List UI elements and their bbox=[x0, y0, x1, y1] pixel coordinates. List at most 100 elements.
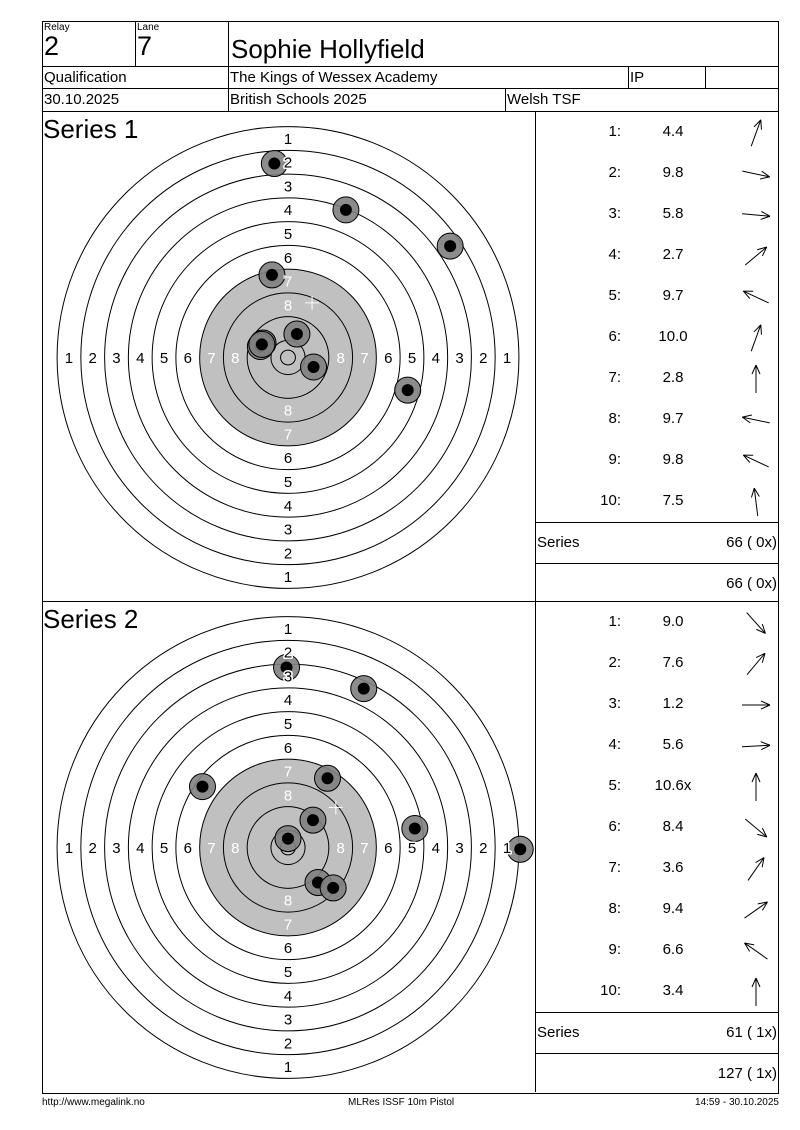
shot-hole bbox=[300, 353, 328, 381]
relay-cell: Relay 2 bbox=[43, 22, 136, 67]
shot-row: 7: 2.8 bbox=[536, 358, 779, 399]
shot-score: 2.7 bbox=[662, 246, 684, 263]
ring-label-2: 2 bbox=[479, 840, 487, 857]
ring-label-5: 5 bbox=[160, 350, 168, 367]
ring-label-3: 3 bbox=[112, 350, 120, 367]
name-cell: Sophie Hollyfield bbox=[229, 22, 779, 67]
shot-number: 3: bbox=[608, 695, 621, 712]
ring-label-7: 7 bbox=[360, 350, 368, 367]
shot-score: 9.7 bbox=[662, 287, 684, 304]
shot-score: 9.8 bbox=[662, 164, 684, 181]
shot-hole bbox=[350, 675, 378, 703]
ring-label-4: 4 bbox=[432, 840, 440, 857]
direction-arrow-icon bbox=[742, 414, 770, 424]
shot-number: 6: bbox=[608, 818, 621, 835]
direction-arrow-icon bbox=[744, 246, 768, 266]
ring-label-8: 8 bbox=[337, 350, 345, 367]
ring-label-8: 8 bbox=[284, 297, 292, 314]
shot-number: 5: bbox=[608, 777, 621, 794]
shot-hole bbox=[332, 196, 360, 224]
direction-arrow-icon bbox=[742, 290, 769, 304]
mean-point-cross bbox=[328, 800, 343, 815]
shot-row: 1:4.4 bbox=[536, 112, 779, 153]
shot-hole bbox=[319, 874, 347, 902]
ring-label-2: 2 bbox=[284, 1035, 292, 1052]
shot-hole bbox=[314, 764, 342, 792]
ring-label-6: 6 bbox=[184, 350, 192, 367]
shot-row: 8:9.7 bbox=[536, 399, 779, 440]
ring-label-1: 1 bbox=[284, 1059, 292, 1076]
shot-number: 10: bbox=[600, 982, 621, 999]
direction-arrow-icon bbox=[750, 324, 762, 352]
shot-row: 6: 10.0 bbox=[536, 317, 779, 358]
event-cell: Qualification bbox=[43, 67, 229, 89]
shot-row: 3:1.2 bbox=[536, 684, 779, 725]
shot-hole bbox=[299, 806, 327, 834]
direction-arrow-icon bbox=[742, 211, 771, 220]
shot-number: 6: bbox=[608, 328, 621, 345]
shot-hole bbox=[188, 773, 216, 801]
shot-score: 9.7 bbox=[662, 410, 684, 427]
ring-label-8: 8 bbox=[284, 403, 292, 420]
shot-number: 4: bbox=[608, 246, 621, 263]
ring-3 bbox=[104, 173, 472, 542]
direction-arrow-icon bbox=[742, 700, 771, 710]
class-cell: IP bbox=[629, 67, 706, 89]
ring-label-6: 6 bbox=[184, 840, 192, 857]
footer-printed: 14:59 - 30.10.2025 bbox=[695, 1097, 779, 1108]
shot-row: 10:3.4 bbox=[536, 971, 779, 1012]
ring-2 bbox=[80, 639, 496, 1056]
direction-arrow-icon bbox=[744, 901, 768, 919]
shot-number: 7: bbox=[608, 369, 621, 386]
shot-row: 2:7.6 bbox=[536, 643, 779, 684]
shot-row: 10:7.5 bbox=[536, 481, 779, 522]
shot-number: 4: bbox=[608, 736, 621, 753]
direction-arrow-icon bbox=[751, 977, 761, 1006]
ring-label-4: 4 bbox=[136, 350, 144, 367]
ring-label-6: 6 bbox=[284, 450, 292, 467]
ring-label-2: 2 bbox=[89, 350, 97, 367]
ring-7 bbox=[199, 758, 377, 937]
shot-score: 6.6 bbox=[662, 941, 684, 958]
shot-row: 4: 2.7 bbox=[536, 235, 779, 276]
ring-label-8: 8 bbox=[337, 840, 345, 857]
ring-6 bbox=[175, 244, 401, 471]
shot-score: 2.8 bbox=[662, 369, 684, 386]
series-title: Series 1 bbox=[43, 114, 139, 144]
ring-label-8: 8 bbox=[284, 893, 292, 910]
club-cell: The Kings of Wessex Academy bbox=[229, 67, 629, 89]
shot-number: 9: bbox=[608, 941, 621, 958]
ring-label-6: 6 bbox=[384, 350, 392, 367]
ring-label-3: 3 bbox=[284, 522, 292, 539]
competition-cell: British Schools 2025 bbox=[229, 89, 506, 112]
direction-arrow-icon bbox=[741, 741, 771, 751]
shot-score: 9.0 bbox=[662, 613, 684, 630]
relay-label: Relay bbox=[44, 22, 70, 33]
ring-6 bbox=[175, 734, 401, 961]
shot-score: 10.0 bbox=[658, 328, 688, 345]
ring-4 bbox=[127, 687, 449, 1008]
series-total: 66 ( 0x) bbox=[726, 534, 777, 551]
direction-arrow-icon bbox=[744, 942, 768, 960]
shot-score: 4.4 bbox=[662, 123, 684, 140]
shot-score: 7.5 bbox=[662, 492, 684, 509]
running-total-row: 66 ( 0x) bbox=[536, 563, 779, 602]
footer-program: MLRes ISSF 10m Pistol bbox=[348, 1097, 455, 1108]
ring-label-3: 3 bbox=[284, 668, 292, 685]
shot-number: 1: bbox=[608, 613, 621, 630]
shot-score: 5.6 bbox=[662, 736, 684, 753]
shot-row: 7:3.6 bbox=[536, 848, 779, 889]
direction-arrow-icon bbox=[750, 487, 760, 516]
shot-score: 10.6x bbox=[654, 777, 692, 794]
shot-row: 3:5.8 bbox=[536, 194, 779, 235]
organisation-cell: Welsh TSF bbox=[506, 89, 779, 112]
ring-label-1: 1 bbox=[284, 621, 292, 638]
ring-label-2: 2 bbox=[89, 840, 97, 857]
shot-hole bbox=[260, 150, 288, 178]
series-label: Series bbox=[537, 1024, 580, 1041]
